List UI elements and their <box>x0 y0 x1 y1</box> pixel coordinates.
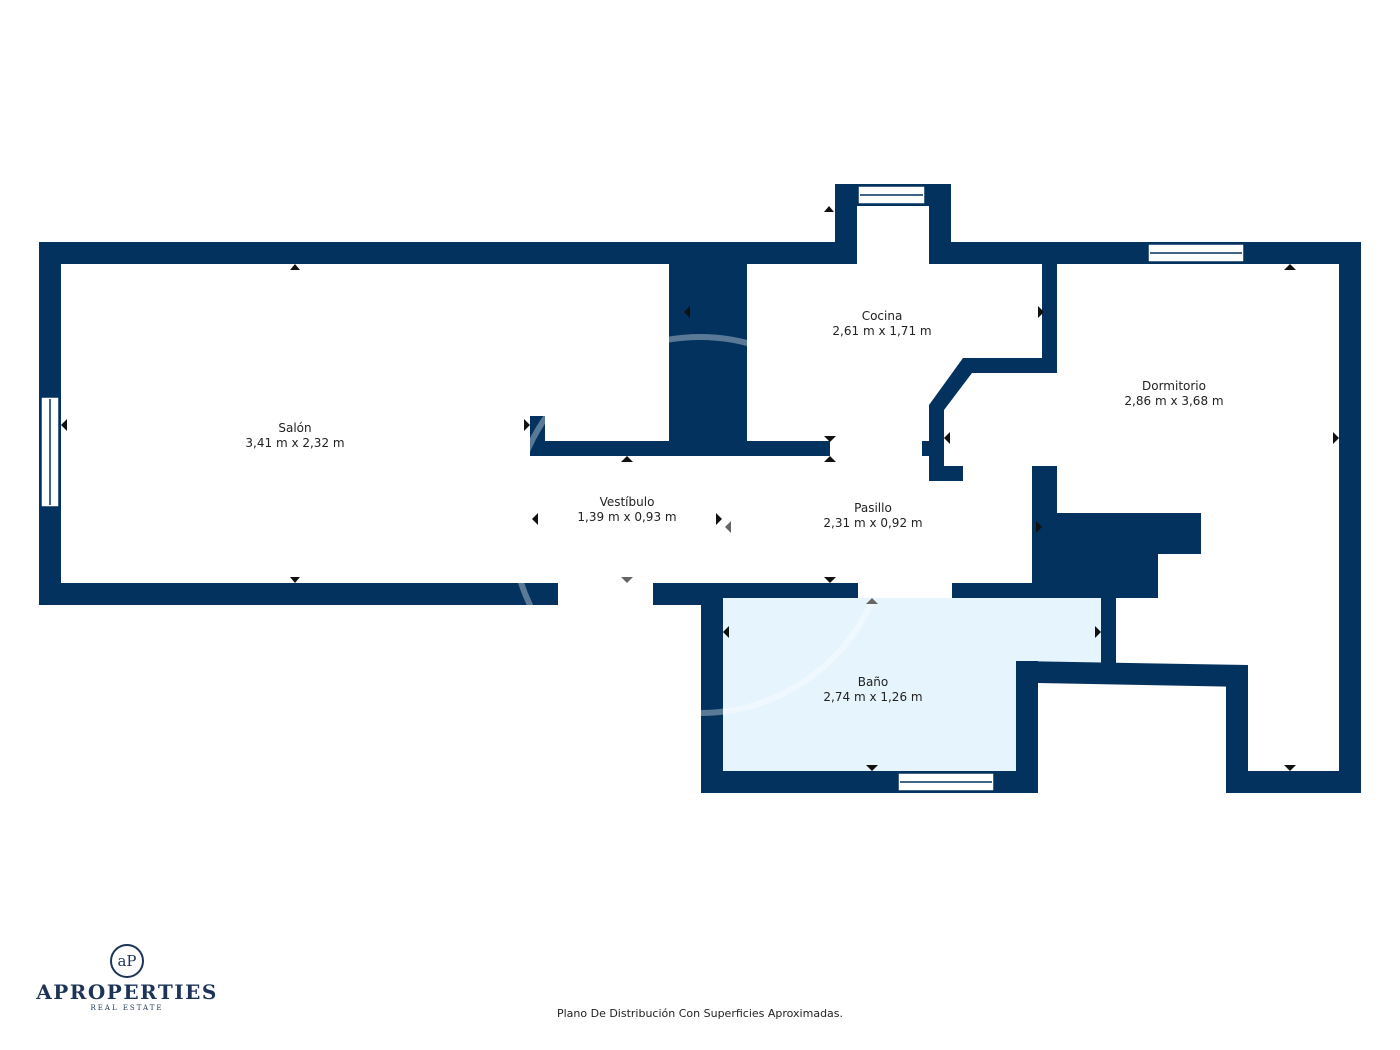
room-dormitorio: Dormitorio 2,86 m x 3,68 m <box>1124 379 1223 409</box>
walls <box>39 184 1361 793</box>
room-cocina: Cocina 2,61 m x 1,71 m <box>832 309 931 339</box>
company-logo: aP APROPERTIES REAL ESTATE <box>36 944 218 1012</box>
room-size: 1,39 m x 0,93 m <box>577 510 677 524</box>
room-name: Cocina <box>861 309 903 323</box>
room-vestibulo: Vestíbulo 1,39 m x 0,93 m <box>577 495 676 525</box>
room-size: 3,41 m x 2,32 m <box>245 436 345 450</box>
room-name: Dormitorio <box>1142 379 1206 393</box>
room-size: 2,86 m x 3,68 m <box>1124 394 1224 408</box>
room-size: 2,61 m x 1,71 m <box>832 324 932 338</box>
footer-note: Plano De Distribución Con Superficies Ap… <box>556 1007 844 1020</box>
windows <box>40 185 1245 792</box>
logo-subtitle: REAL ESTATE <box>90 1004 164 1012</box>
room-pasillo: Pasillo 2,31 m x 0,92 m <box>823 501 922 531</box>
logo-name: APROPERTIES <box>36 980 218 1004</box>
dimension-markers <box>61 206 1339 771</box>
room-name: Pasillo <box>854 501 892 515</box>
room-size: 2,31 m x 0,92 m <box>823 516 923 530</box>
room-name: Vestíbulo <box>599 495 655 509</box>
room-name: Baño <box>857 675 889 689</box>
room-salon: Salón 3,41 m x 2,32 m <box>245 421 344 451</box>
room-bano: Baño 2,74 m x 1,26 m <box>823 675 922 705</box>
logo-mark-icon: aP <box>110 944 144 978</box>
bathroom-floor <box>723 598 1101 771</box>
watermark <box>509 334 891 716</box>
room-size: 2,74 m x 1,26 m <box>823 690 923 704</box>
room-name: Salón <box>278 421 312 435</box>
